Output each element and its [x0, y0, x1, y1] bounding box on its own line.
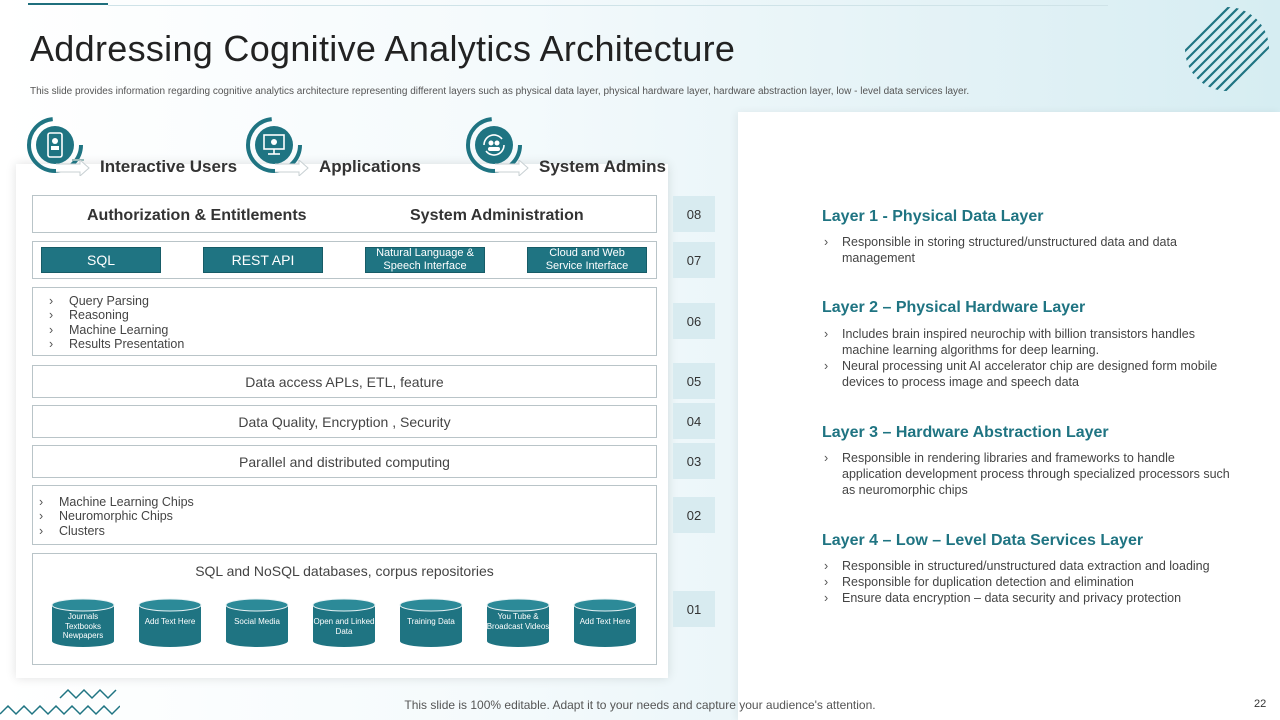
parallel-computing-label: Parallel and distributed computing [239, 453, 450, 470]
list-item: Includes brain inspired neurochip with b… [822, 326, 1232, 358]
database-cylinder: Training Data [399, 598, 463, 650]
data-access-label: Data access APLs, ETL, feature [245, 373, 444, 390]
database-label: Add Text Here [579, 617, 631, 626]
list-item: Ensure data encryption – data security a… [822, 590, 1232, 606]
list-item: Query Parsing [49, 294, 184, 308]
system-administration-label: System Administration [410, 207, 584, 224]
list-item: Neuromorphic Chips [39, 509, 194, 523]
hatched-circle-decoration [1185, 7, 1269, 91]
database-label: Social Media [234, 617, 280, 626]
database-icon [51, 598, 115, 647]
layer-06-box: Query Parsing Reasoning Machine Learning… [32, 287, 657, 356]
database-icon [312, 598, 376, 647]
layer-3-points: Responsible in rendering libraries and f… [822, 450, 1232, 498]
layer-number-08: 08 [673, 196, 715, 232]
page-title: Addressing Cognitive Analytics Architect… [30, 28, 736, 69]
top-divider-line [108, 5, 1108, 6]
layer-4-title: Layer 4 – Low – Level Data Services Laye… [822, 532, 1144, 549]
top-accent-line [28, 0, 108, 5]
list-item: Neural processing unit AI accelerator ch… [822, 358, 1232, 390]
layer-number-04: 04 [673, 403, 715, 439]
list-item: Results Presentation [49, 337, 184, 351]
list-item: Machine Learning Chips [39, 495, 194, 509]
layer-number-07: 07 [673, 242, 715, 278]
layer-descriptions-panel [738, 112, 1280, 720]
mobile-user-icon [27, 117, 84, 173]
database-label: Add Text Here [144, 617, 196, 626]
header-applications: Applications [319, 157, 422, 176]
page-number: 22 [1254, 698, 1267, 710]
list-item: Reasoning [49, 308, 184, 322]
rest-api-interface: REST API [203, 247, 323, 273]
header-arrow-1 [56, 160, 90, 176]
header-arrow-2 [275, 160, 309, 176]
layer-1-points: Responsible in storing structured/unstru… [822, 234, 1232, 266]
list-item: Machine Learning [49, 323, 184, 337]
layer-02-box: Machine Learning Chips Neuromorphic Chip… [32, 485, 657, 545]
natural-language-interface: Natural Language & Speech Interface [365, 247, 485, 273]
sql-interface: SQL [41, 247, 161, 273]
layer-4-points: Responsible in structured/unstructured d… [822, 558, 1232, 606]
database-cylinder: Journals Textbooks Newpapers [51, 598, 115, 650]
chips-list: Machine Learning Chips Neuromorphic Chip… [39, 495, 194, 538]
layer-number-03: 03 [673, 443, 715, 479]
database-icon [138, 598, 202, 647]
database-label: You Tube & Broadcast Videos [486, 612, 550, 631]
layer-number-06: 06 [673, 303, 715, 339]
database-cylinder: Social Media [225, 598, 289, 650]
list-item: Responsible for duplication detection an… [822, 574, 1232, 590]
reasoning-list: Query Parsing Reasoning Machine Learning… [49, 294, 184, 352]
list-item: Responsible in storing structured/unstru… [822, 234, 1232, 266]
database-cylinder: You Tube & Broadcast Videos [486, 598, 550, 650]
page-subtitle: This slide provides information regardin… [30, 86, 970, 97]
layer-2-points: Includes brain inspired neurochip with b… [822, 326, 1232, 390]
monitor-gear-icon [246, 117, 302, 173]
database-icon [225, 598, 289, 647]
layer-2-title: Layer 2 – Physical Hardware Layer [822, 299, 1086, 316]
database-cylinder: Add Text Here [573, 598, 637, 650]
authorization-label: Authorization & Entitlements [87, 207, 307, 224]
layer-05-box: Data access APLs, ETL, feature [32, 365, 657, 398]
layer-number-05: 05 [673, 363, 715, 399]
list-item: Responsible in structured/unstructured d… [822, 558, 1232, 574]
layer-04-box: Data Quality, Encryption , Security [32, 405, 657, 438]
databases-title: SQL and NoSQL databases, corpus reposito… [195, 563, 494, 579]
database-label: Training Data [407, 617, 455, 626]
data-quality-label: Data Quality, Encryption , Security [238, 413, 451, 430]
database-icon [399, 598, 463, 647]
layer-1-title: Layer 1 - Physical Data Layer [822, 208, 1044, 225]
database-icon [573, 598, 637, 647]
database-icon [486, 598, 550, 647]
database-cylinder: Open and Linked Data [312, 598, 376, 650]
cloud-web-interface: Cloud and Web Service Interface [527, 247, 647, 273]
layer-03-box: Parallel and distributed computing [32, 445, 657, 478]
header-arrow-3 [495, 160, 529, 176]
admin-cycle-icon [466, 117, 522, 173]
list-item: Responsible in rendering libraries and f… [822, 450, 1232, 498]
database-label: Open and Linked Data [313, 617, 375, 636]
layer-number-01: 01 [673, 591, 715, 627]
layer-3-title: Layer 3 – Hardware Abstraction Layer [822, 424, 1109, 441]
list-item: Clusters [39, 524, 194, 538]
header-interactive-users: Interactive Users [100, 157, 238, 176]
layer-08-box: Authorization & Entitlements System Admi… [32, 195, 657, 233]
database-label: Journals Textbooks Newpapers [62, 612, 104, 640]
zigzag-decoration [0, 688, 120, 716]
footer-note: This slide is 100% editable. Adapt it to… [404, 698, 876, 712]
database-cylinder: Add Text Here [138, 598, 202, 650]
layer-number-02: 02 [673, 497, 715, 533]
header-system-admins: System Admins [539, 157, 666, 176]
